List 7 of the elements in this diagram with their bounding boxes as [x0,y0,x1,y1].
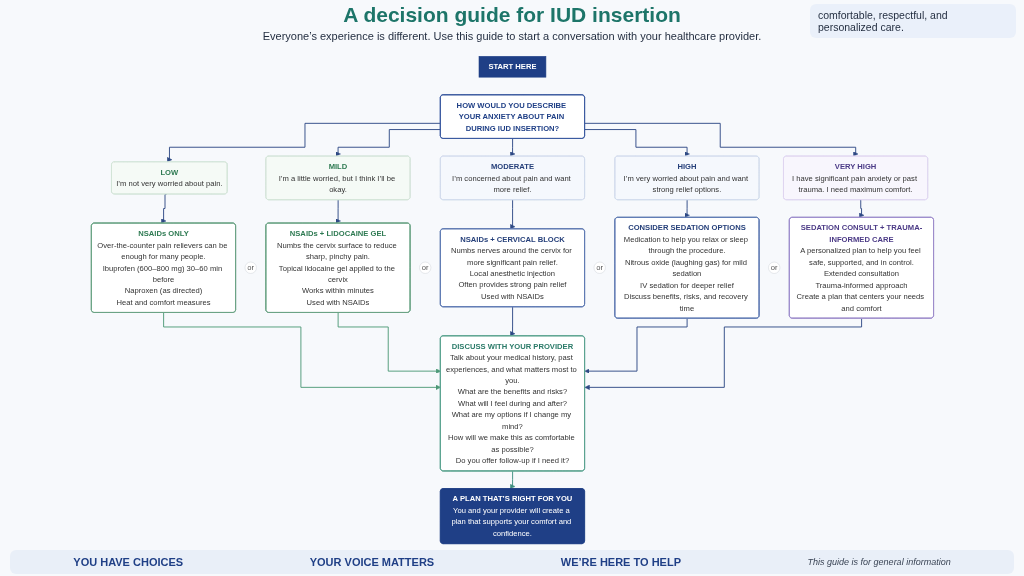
info-note: comfortable, respectful, and personalized care. [810,4,1016,38]
subtitle: Everyone’s experience is different. Use this guide to start a conversation with your healthcare provider. [262,30,762,42]
title: A decision guide for IUD insertion [343,3,681,27]
section-heading: WE’RE HERE TO HELP [560,556,681,568]
disclaimer-text: This guide is for general information [807,557,951,567]
section-heading: YOU HAVE CHOICES [73,556,184,568]
section-heading: YOUR VOICE MATTERS [309,556,435,568]
